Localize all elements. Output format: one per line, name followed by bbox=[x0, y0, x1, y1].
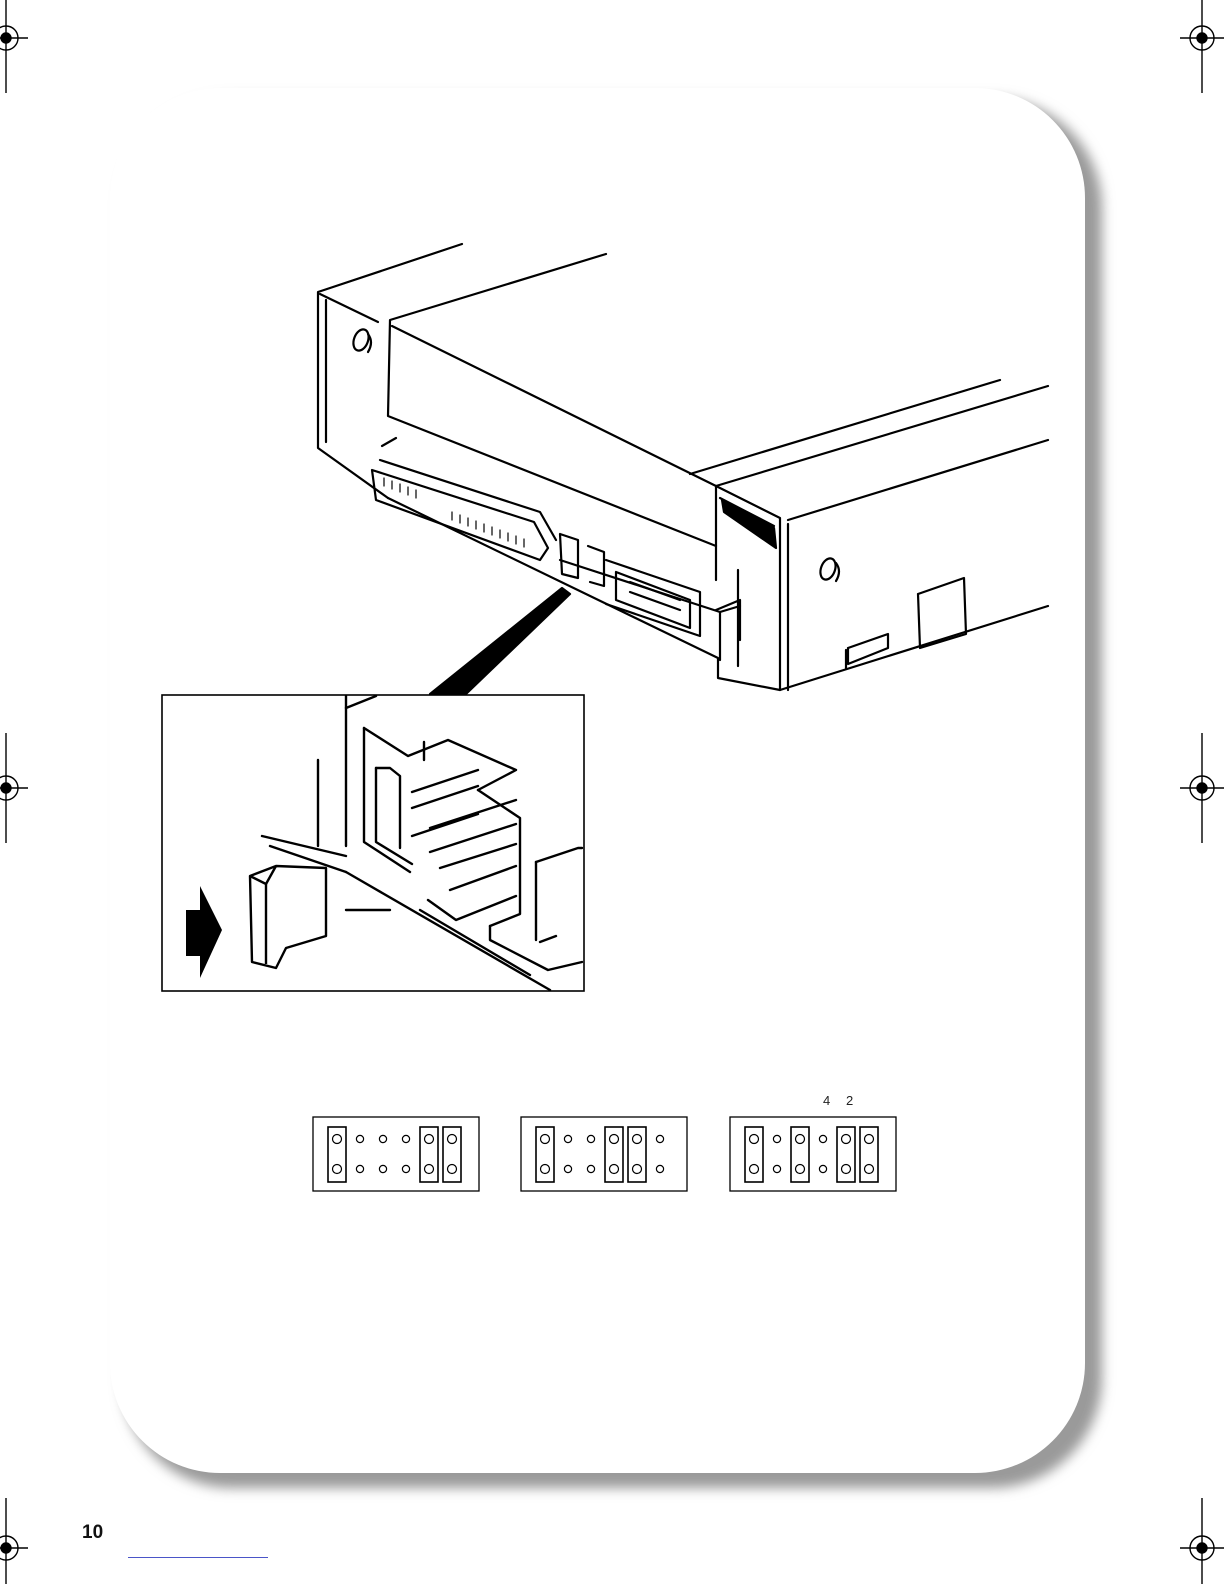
jumper-pin bbox=[356, 1135, 363, 1142]
jumper-detail-inset bbox=[162, 695, 584, 991]
jumper-setting-3 bbox=[730, 1117, 896, 1191]
jumper-pin bbox=[587, 1165, 594, 1172]
jumper-pin bbox=[448, 1135, 457, 1144]
jumper-pin bbox=[819, 1165, 826, 1172]
jumper-pin bbox=[773, 1165, 780, 1172]
jumper-pin bbox=[564, 1135, 571, 1142]
jumper-pin bbox=[865, 1165, 874, 1174]
jumper-pin bbox=[587, 1135, 594, 1142]
jumper-pin bbox=[773, 1135, 780, 1142]
jumper-settings-diagram bbox=[313, 1117, 896, 1191]
jumper-pin bbox=[842, 1165, 851, 1174]
jumper-pin bbox=[379, 1165, 386, 1172]
jumper-pin bbox=[541, 1135, 550, 1144]
jumper-pin bbox=[656, 1165, 663, 1172]
jumper-setting-1 bbox=[313, 1117, 479, 1191]
jumper-pin bbox=[425, 1135, 434, 1144]
jumper-pin bbox=[610, 1165, 619, 1174]
page-number: 10 bbox=[82, 1522, 103, 1544]
jumper-pin bbox=[865, 1135, 874, 1144]
jumper-pin bbox=[633, 1165, 642, 1174]
pin-label-4: 4 bbox=[823, 1093, 830, 1108]
jumper-pin bbox=[541, 1165, 550, 1174]
jumper-pin bbox=[379, 1135, 386, 1142]
jumper-pin bbox=[796, 1165, 805, 1174]
jumper-pin bbox=[333, 1165, 342, 1174]
jumper-pin bbox=[402, 1165, 409, 1172]
jumper-pin bbox=[750, 1135, 759, 1144]
jumper-pin bbox=[356, 1165, 363, 1172]
jumper-pin bbox=[842, 1135, 851, 1144]
pin-label-2: 2 bbox=[846, 1093, 853, 1108]
jumper-pin bbox=[796, 1135, 805, 1144]
jumper-pin bbox=[750, 1165, 759, 1174]
jumper-pin bbox=[656, 1135, 663, 1142]
jumper-pin bbox=[564, 1165, 571, 1172]
jumper-pin bbox=[448, 1165, 457, 1174]
jumper-pin bbox=[633, 1135, 642, 1144]
jumper-pin bbox=[610, 1135, 619, 1144]
jumper-pin bbox=[333, 1135, 342, 1144]
jumper-setting-2 bbox=[521, 1117, 687, 1191]
jumper-pin bbox=[819, 1135, 826, 1142]
footer-rule bbox=[128, 1557, 268, 1558]
jumper-pin bbox=[402, 1135, 409, 1142]
jumper-pin bbox=[425, 1165, 434, 1174]
